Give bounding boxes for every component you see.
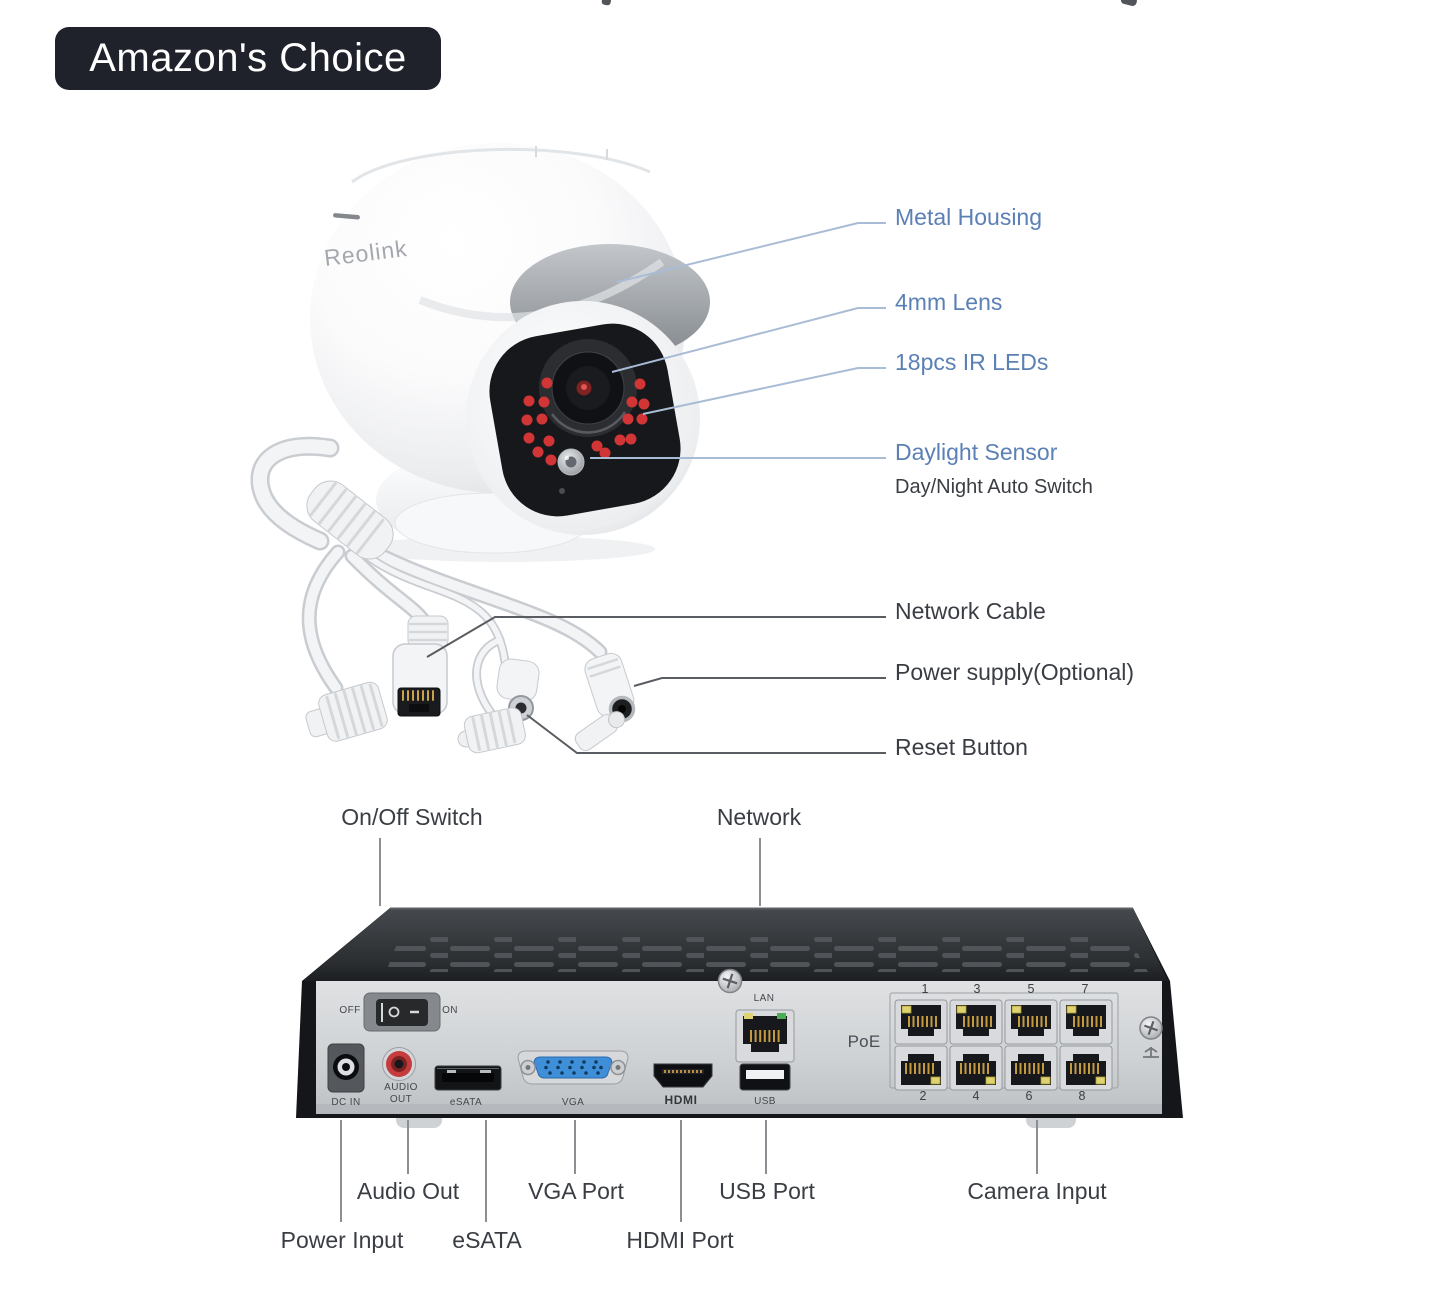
callout-hdmi-port: HDMI Port (626, 1227, 734, 1253)
waterproof-cap (305, 681, 388, 742)
dc-in-label: DC IN (331, 1097, 361, 1108)
switch-on-label: ON (442, 1005, 458, 1016)
callout-esata: eSATA (452, 1227, 522, 1253)
callout-power-supply: Power supply(Optional) (895, 659, 1135, 685)
daylight-sensor (557, 448, 585, 476)
port-number: 5 (1027, 982, 1035, 996)
power-switch (363, 992, 441, 1032)
leader-lines-dark (426, 616, 886, 754)
callout-camera-input: Camera Input (967, 1178, 1107, 1204)
audio-out-label: AUDIO OUT (384, 1082, 418, 1105)
callout-vga-port: VGA Port (528, 1178, 624, 1204)
camera-cables (250, 436, 636, 754)
hdmi-port (653, 1063, 713, 1088)
callout-daylight-sensor: Daylight Sensor (895, 439, 1058, 465)
cable-ferrule (306, 480, 394, 560)
power-jack (584, 652, 636, 723)
callout-ir-leds: 18pcs IR LEDs (895, 349, 1049, 375)
usb-port (739, 1063, 791, 1091)
poe-label: PoE (847, 1032, 881, 1051)
callout-daylight-sensor-sub: Day/Night Auto Switch (895, 476, 1093, 498)
lan-label: LAN (753, 993, 775, 1004)
callout-audio-out: Audio Out (356, 1178, 460, 1204)
amazons-choice-badge: Amazon's Choice (55, 27, 441, 90)
nvr-illustration (296, 907, 1183, 1128)
vga-port (517, 1050, 629, 1085)
usb-label: USB (754, 1096, 776, 1107)
lan-port (735, 1009, 795, 1063)
reset-cap (457, 707, 526, 754)
esata-port (434, 1065, 502, 1091)
camera-lens (539, 339, 637, 437)
ir-leds (521, 377, 650, 466)
screw-icon (717, 968, 743, 994)
mic-hole (559, 488, 565, 494)
callout-network: Network (716, 804, 802, 830)
audio-out-port (382, 1047, 416, 1081)
callout-reset-button: Reset Button (895, 734, 1028, 760)
vent-pattern (386, 936, 1148, 972)
ground-symbol-icon (1143, 1047, 1159, 1058)
port-number: 7 (1081, 982, 1089, 996)
port-number: 1 (921, 982, 929, 996)
network-connector (392, 615, 449, 717)
poe-port-block (889, 992, 1119, 1091)
callout-4mm-lens: 4mm Lens (895, 289, 1003, 315)
power-clip (574, 711, 626, 752)
port-number: 8 (1078, 1089, 1086, 1103)
port-number: 6 (1025, 1089, 1033, 1103)
dc-in-port (327, 1043, 365, 1093)
screw-icon (1139, 1016, 1163, 1040)
leader-lines-blue (590, 222, 886, 459)
port-number: 4 (972, 1089, 980, 1103)
callout-power-input: Power Input (280, 1227, 404, 1253)
switch-off-label: OFF (339, 1005, 361, 1016)
callout-network-cable: Network Cable (895, 598, 1046, 624)
camera-illustration (310, 143, 710, 562)
callout-on-off-switch: On/Off Switch (341, 804, 483, 830)
cropped-text-remnant (601, 0, 1137, 6)
port-number: 2 (919, 1089, 927, 1103)
callout-usb-port: USB Port (719, 1178, 815, 1204)
callout-metal-housing: Metal Housing (895, 204, 1043, 230)
vga-label: VGA (561, 1097, 585, 1108)
esata-label: eSATA (449, 1097, 483, 1108)
leader-lines-nvr (340, 838, 1038, 1222)
port-number: 3 (973, 982, 981, 996)
hdmi-logo: HDMI (664, 1093, 698, 1107)
